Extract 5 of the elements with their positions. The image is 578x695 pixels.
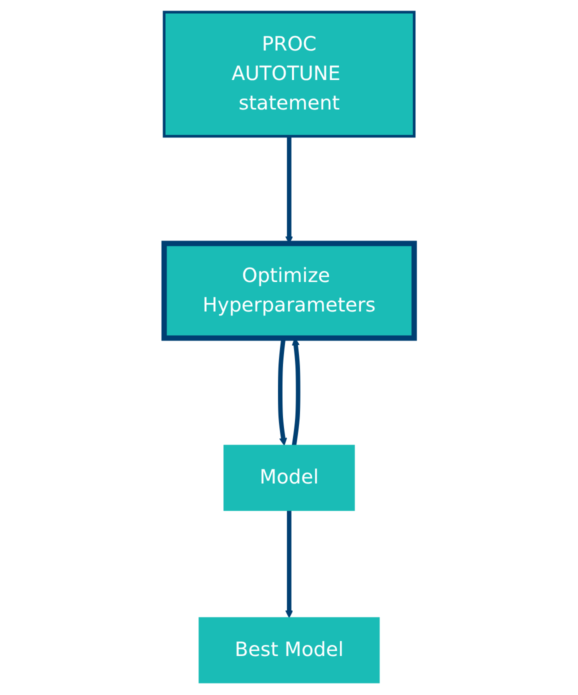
- node-box: Model: [223, 444, 355, 511]
- arrow: [285, 510, 293, 618]
- node-box: Optimize Hyperparameters: [161, 240, 417, 341]
- node-box: Best Model: [198, 617, 380, 684]
- node-box: PROC AUTOTUNE statement: [162, 10, 416, 138]
